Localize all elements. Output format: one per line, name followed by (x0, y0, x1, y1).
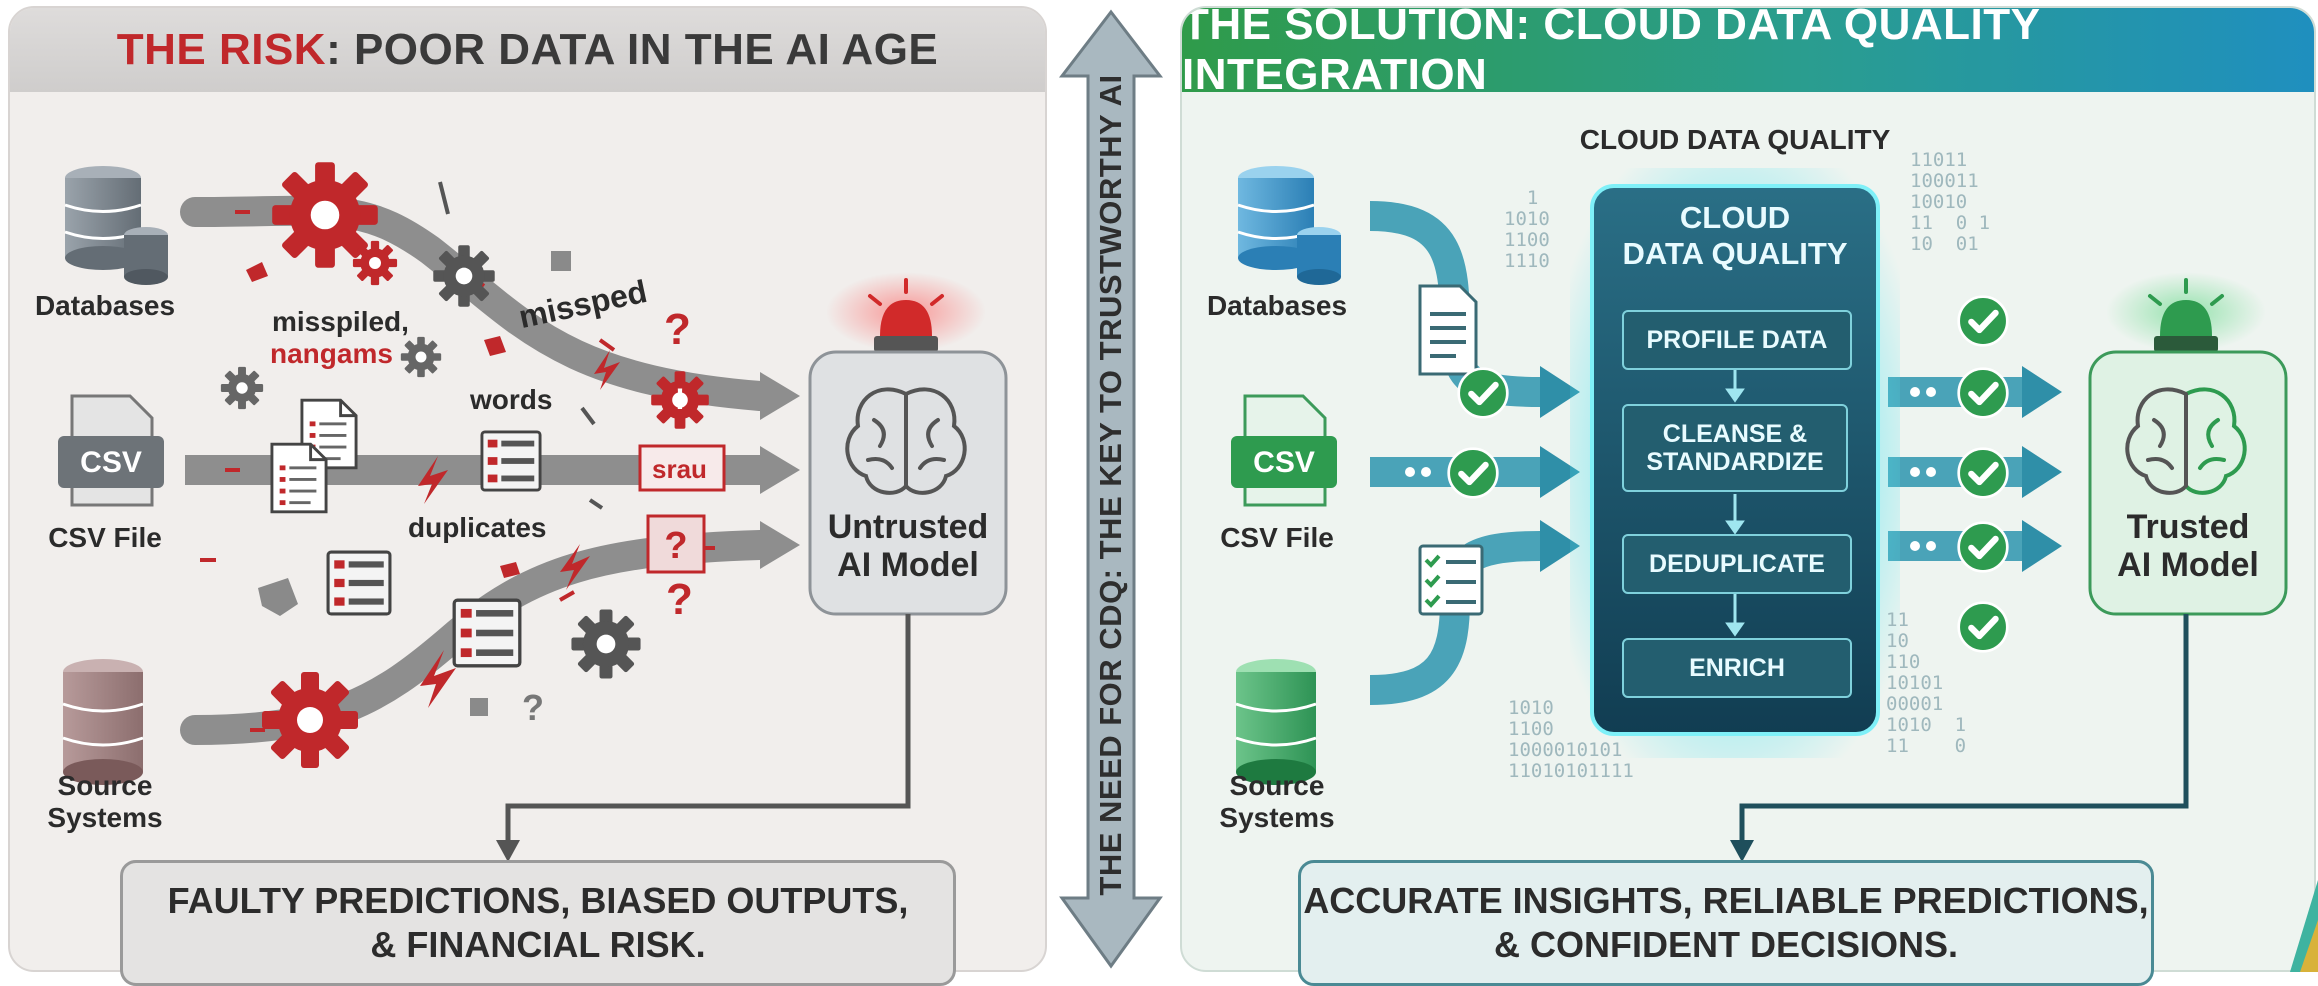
srau-tag (638, 444, 726, 492)
source-csv-file-icon: CSV (58, 394, 164, 507)
solution-title: THE SOLUTION: CLOUD DATA QUALITY INTEGRA… (1182, 6, 2040, 99)
small-gear-icon (352, 240, 398, 286)
gear-icon (220, 366, 264, 410)
source-label-csv: CSV File (48, 522, 162, 553)
gear-icon (571, 609, 641, 679)
gear-icon (400, 336, 442, 378)
solution-outcome-line1: ACCURATE INSIGHTS, RELIABLE PREDICTIONS, (1303, 880, 2149, 921)
record-list-icon (480, 430, 542, 492)
red-gear-icon (262, 672, 358, 768)
svg-text:?: ? (664, 305, 691, 354)
risk-outcome-line1: FAULTY PREDICTIONS, BIASED OUTPUTS, (167, 880, 909, 921)
red-alarm-icon (868, 278, 944, 352)
solution-outcome-line2: & CONFIDENT DECISIONS. (1493, 924, 1959, 965)
checkmark-icon (1959, 523, 2008, 572)
noise-word-duplicates: duplicates (408, 512, 547, 543)
risk-title-highlight: THE RISK (116, 25, 327, 74)
solution-return-arrowhead (1730, 840, 1754, 862)
checkmark-icon (1959, 297, 2008, 346)
cdq-step-connectors (1725, 367, 1745, 637)
center-double-arrow (1058, 9, 1164, 969)
checkmark-icon (1459, 369, 1508, 418)
solution-return-arrow (1739, 614, 2189, 842)
risk-arrow-top (760, 372, 800, 420)
checkmark-icon (1959, 449, 2008, 498)
source-databases-icon-solution (1237, 166, 1341, 285)
risk-arrow-mid (760, 446, 800, 494)
clean-document-icon (1418, 284, 1478, 376)
noise-word-words: words (470, 384, 553, 415)
binary-stream-bottom-right: 11 10 110 10101 00001 1010 1 11 0 (1886, 609, 1967, 757)
csv-badge-solution: CSV (1253, 446, 1315, 479)
risk-outcome-box: FAULTY PREDICTIONS, BIASED OUTPUTS, & FI… (120, 860, 956, 986)
risk-outcome-line2: & FINANCIAL RISK. (370, 924, 706, 965)
noise-word-srau: srau (652, 454, 707, 484)
solution-banner: THE SOLUTION: CLOUD DATA QUALITY INTEGRA… (1182, 8, 2314, 99)
csv-badge: CSV (80, 446, 142, 479)
risk-return-arrow (505, 614, 911, 842)
checklist-icon (1418, 544, 1484, 616)
risk-return-arrowhead (496, 840, 520, 862)
pipe-dots (1405, 387, 1936, 551)
center-vertical-label: THE NEED FOR CDQ: THE KEY TO TRUSTWORTHY… (1093, 74, 1128, 896)
source-systems-icon (62, 659, 144, 785)
cdq-step-deduplicate: DEDUPLICATE (1622, 534, 1852, 594)
svg-text:?: ? (666, 575, 693, 624)
brain-icon (845, 387, 967, 495)
record-list-icon (326, 550, 392, 616)
question-mark-icon: ? (522, 687, 544, 728)
checkmark-icon (1449, 449, 1498, 498)
noise-word-nangams: nangams (270, 338, 393, 369)
warning-mark: ! (675, 383, 685, 416)
green-light-icon (2148, 278, 2224, 352)
source-csv-file-icon-solution: CSV (1231, 394, 1337, 507)
risk-title: : POOR DATA IN THE AI AGE (326, 25, 939, 74)
risk-banner: THE RISK: POOR DATA IN THE AI AGE (10, 8, 1045, 92)
checkmark-icon (1959, 369, 2008, 418)
corner-decoration (2290, 880, 2318, 972)
lightning-icon (418, 350, 620, 708)
gear-icon (433, 245, 495, 307)
document-icon (270, 442, 328, 514)
source-label-databases: Databases (34, 290, 176, 321)
cdq-step-enrich: ENRICH (1622, 638, 1852, 698)
svg-text:?: ? (664, 525, 687, 567)
source-systems-icon-solution (1235, 659, 1317, 785)
cdq-step-profile: PROFILE DATA (1622, 310, 1852, 370)
solution-outcome-box: ACCURATE INSIGHTS, RELIABLE PREDICTIONS,… (1298, 860, 2154, 986)
question-mark-icon: ? ? (664, 305, 693, 624)
question-box-icon: ? (646, 514, 706, 574)
cdq-step-cleanse: CLEANSE & STANDARDIZE (1622, 404, 1848, 492)
cdq-caption: CLOUD DATA QUALITY (1579, 124, 1891, 155)
solution-arrowheads (1540, 366, 2062, 572)
noise-word-misspiled: misspiled, (272, 306, 409, 337)
binary-stream-bottom: 1010 1100 1000010101 11010101111 (1508, 697, 1634, 782)
solution-source-label-csv: CSV File (1220, 522, 1334, 553)
record-list-icon (452, 598, 522, 668)
debris-shapes (200, 181, 604, 716)
brain-icon-trusted (2125, 387, 2247, 495)
risk-arrow-bottom (760, 521, 800, 569)
source-databases-icon (64, 166, 168, 285)
solution-source-label-databases: Databases (1206, 290, 1348, 321)
binary-stream-left: 1 1010 1100 1110 (1504, 187, 1550, 272)
binary-stream-right: 11011 100011 10010 11 0 1 10 01 (1910, 149, 1991, 255)
